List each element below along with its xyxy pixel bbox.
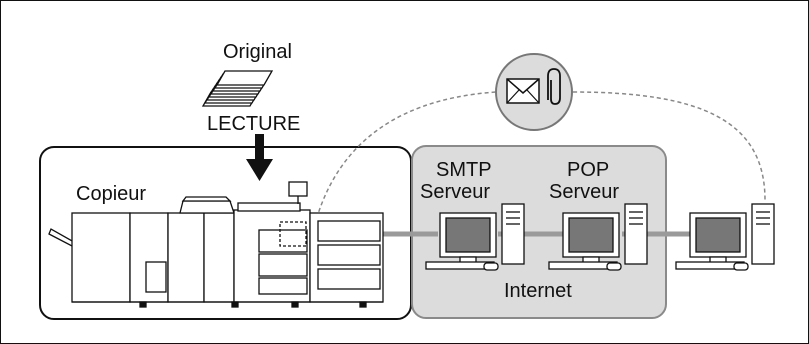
pop-serveur-label: Serveur <box>549 181 620 203</box>
copier-base <box>72 301 383 308</box>
document-stack-icon <box>201 70 274 107</box>
email-route-dashed <box>312 91 497 233</box>
paperclip-icon <box>547 68 561 105</box>
envelope-icon <box>506 78 540 104</box>
original-label: Original <box>223 41 292 63</box>
email-route-dashed-right <box>572 91 766 201</box>
mail-bubble <box>495 53 573 131</box>
pop-label: POP <box>567 159 610 181</box>
lecture-label: LECTURE <box>207 113 301 135</box>
printer-system-icon <box>48 181 384 303</box>
smtp-label: SMTP <box>436 159 492 181</box>
copieur-label: Copieur <box>76 183 147 205</box>
internet-label: Internet <box>504 280 572 302</box>
client-computer-icon <box>675 203 775 271</box>
smtp-serveur-label: Serveur <box>420 181 491 203</box>
smtp-computer-icon <box>425 203 525 271</box>
pop-computer-icon <box>548 203 648 271</box>
down-arrow-icon <box>246 134 273 181</box>
